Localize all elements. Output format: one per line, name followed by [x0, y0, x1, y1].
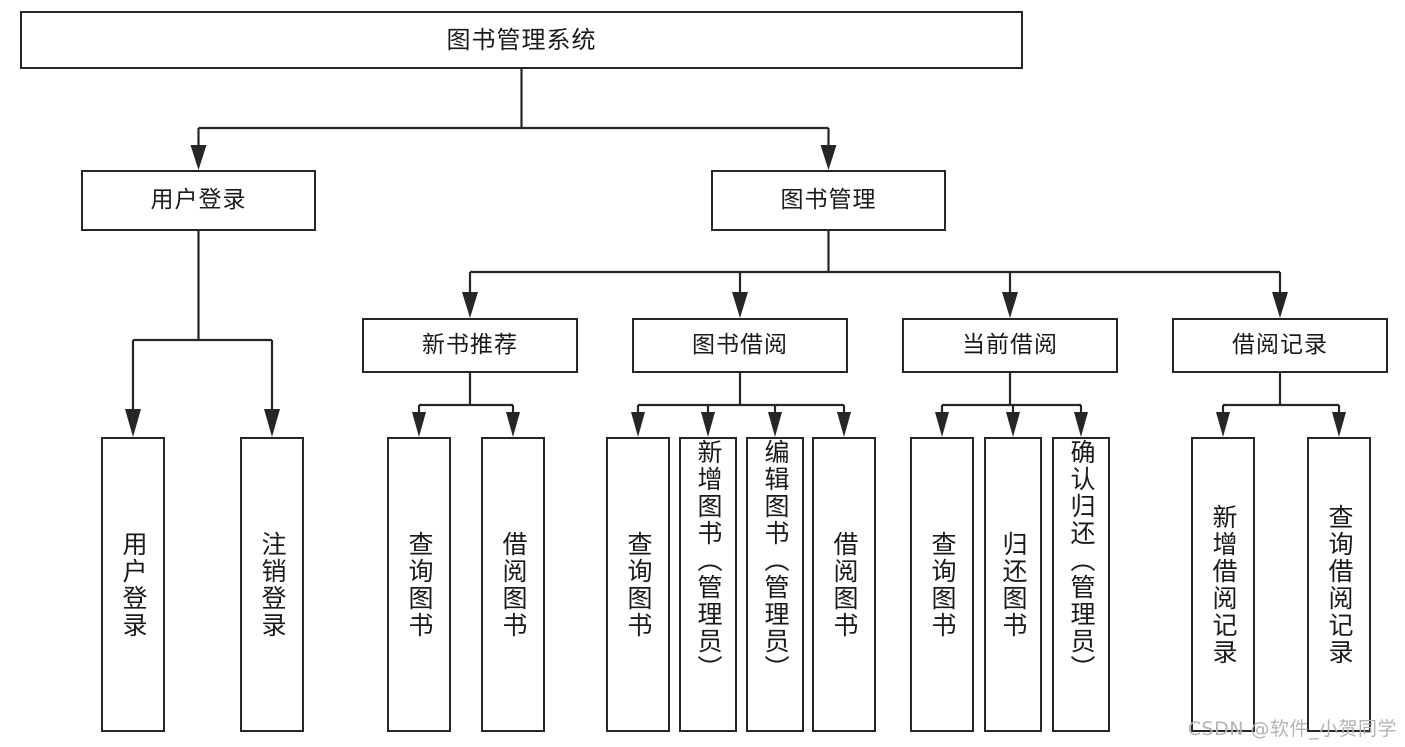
node-leaf-query-book-1-label: 查询图书 — [405, 530, 434, 639]
node-leaf-borrow-book-1-label: 借阅图书 — [499, 530, 528, 639]
arrowhead-query-book-2 — [631, 412, 645, 437]
node-leaf-user-login-label: 用户登录 — [119, 530, 148, 639]
node-leaf-edit-book-label: 编辑图书（管理员） — [761, 439, 790, 682]
arrowhead-edit-book — [768, 412, 782, 437]
node-new-book-rec-label: 新书推荐 — [422, 332, 518, 358]
node-leaf-borrow-book-2[interactable]: 借阅图书 — [812, 437, 876, 732]
arrowhead-leaf-user-login — [125, 409, 141, 437]
node-leaf-query-book-1[interactable]: 查询图书 — [387, 437, 451, 732]
node-leaf-return-book-label: 归还图书 — [999, 530, 1028, 639]
node-leaf-add-book-label: 新增图书（管理员） — [694, 439, 723, 682]
arrowhead-add-record — [1216, 412, 1230, 437]
arrowhead-borrow-book-1 — [506, 412, 520, 437]
arrowhead-return-book — [1006, 412, 1020, 437]
arrowhead-borrow-record — [1272, 292, 1288, 318]
node-leaf-edit-book[interactable]: 编辑图书（管理员） — [746, 437, 804, 732]
watermark: CSDN @软件_小贺同学 — [1187, 718, 1397, 740]
node-user-login-label: 用户登录 — [150, 187, 247, 213]
arrowhead-leaf-logout — [264, 409, 280, 437]
arrowhead-book-borrow — [732, 292, 748, 318]
node-current-borrow-label: 当前借阅 — [962, 332, 1058, 358]
node-leaf-query-record-label: 查询借阅记录 — [1325, 503, 1354, 666]
node-book-borrow[interactable]: 图书借阅 — [632, 318, 848, 373]
node-leaf-user-login[interactable]: 用户登录 — [101, 437, 165, 732]
arrowhead-add-book — [701, 412, 715, 437]
arrowhead-book-manage — [820, 145, 837, 170]
arrowhead-query-book-1 — [412, 412, 426, 437]
node-leaf-logout[interactable]: 注销登录 — [240, 437, 304, 732]
arrowhead-borrow-book-2 — [837, 412, 851, 437]
node-root-label: 图书管理系统 — [446, 26, 597, 54]
node-book-borrow-label: 图书借阅 — [692, 332, 788, 358]
node-current-borrow[interactable]: 当前借阅 — [902, 318, 1118, 373]
node-leaf-query-book-3[interactable]: 查询图书 — [910, 437, 974, 732]
node-leaf-confirm-return[interactable]: 确认归还（管理员） — [1052, 437, 1110, 732]
arrowhead-current-borrow — [1002, 292, 1018, 318]
node-leaf-confirm-return-label: 确认归还（管理员） — [1067, 439, 1096, 682]
node-leaf-query-book-3-label: 查询图书 — [928, 530, 957, 639]
node-leaf-borrow-book-2-label: 借阅图书 — [830, 530, 859, 639]
node-leaf-logout-label: 注销登录 — [258, 530, 287, 639]
node-borrow-record[interactable]: 借阅记录 — [1172, 318, 1388, 373]
arrowhead-user-login — [190, 145, 207, 170]
node-book-manage[interactable]: 图书管理 — [711, 170, 946, 231]
node-book-manage-label: 图书管理 — [780, 187, 877, 213]
node-leaf-query-book-2[interactable]: 查询图书 — [606, 437, 670, 732]
node-borrow-record-label: 借阅记录 — [1232, 332, 1328, 358]
node-leaf-add-record[interactable]: 新增借阅记录 — [1191, 437, 1255, 732]
node-leaf-query-record[interactable]: 查询借阅记录 — [1307, 437, 1371, 732]
node-leaf-add-book[interactable]: 新增图书（管理员） — [679, 437, 737, 732]
arrowhead-query-record — [1332, 412, 1346, 437]
arrowhead-confirm-return — [1074, 412, 1088, 437]
node-leaf-borrow-book-1[interactable]: 借阅图书 — [481, 437, 545, 732]
node-leaf-return-book[interactable]: 归还图书 — [984, 437, 1042, 732]
node-leaf-query-book-2-label: 查询图书 — [624, 530, 653, 639]
node-user-login[interactable]: 用户登录 — [81, 170, 316, 231]
node-leaf-add-record-label: 新增借阅记录 — [1209, 503, 1238, 666]
node-root[interactable]: 图书管理系统 — [20, 11, 1023, 69]
arrowhead-query-book-3 — [935, 412, 949, 437]
arrowhead-new-book-rec — [462, 292, 478, 318]
node-new-book-rec[interactable]: 新书推荐 — [362, 318, 578, 373]
